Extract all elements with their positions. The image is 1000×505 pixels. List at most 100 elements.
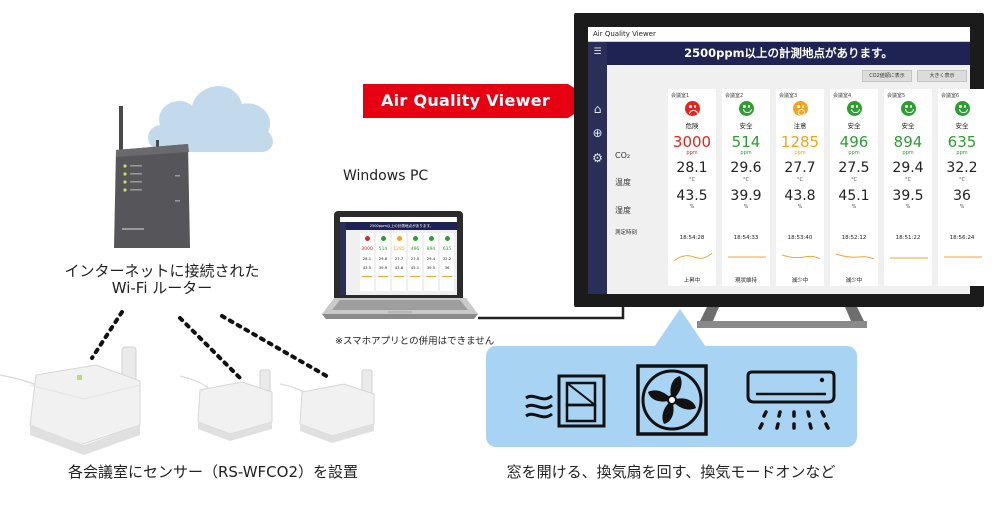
humidity-unit: % — [689, 204, 695, 210]
mini-hum-value: 43.8 — [394, 265, 404, 270]
humidity-unit: % — [851, 204, 857, 210]
mini-temp-value: 29.4 — [426, 256, 436, 261]
co2-value: 514 — [731, 133, 761, 151]
temperature-unit: °C — [689, 177, 695, 183]
co2-value: 635 — [947, 133, 977, 151]
enlarge-button[interactable]: 大きく表示 — [917, 70, 967, 82]
action-caption: 窓を開ける、換気扇を回す、換気モードオンなど — [506, 463, 836, 481]
temperature-value: 29.4 — [892, 160, 924, 176]
trend-sparkline — [781, 254, 821, 260]
temperature-unit: °C — [959, 177, 965, 183]
mini-hum-value: 39.9 — [378, 265, 388, 270]
mini-face-icon — [364, 236, 370, 241]
measure-time: 18:54:28 — [679, 235, 705, 241]
trend-sparkline — [944, 256, 982, 258]
measure-time: 18:52:12 — [841, 235, 867, 241]
sort-co2-button[interactable]: CO2値順に表示 — [862, 70, 912, 82]
temperature-value: 32.2 — [946, 160, 978, 176]
mini-co2-value: 3000 — [361, 247, 373, 252]
banner-arrow — [363, 84, 595, 118]
menu-icon[interactable]: ☰ — [593, 47, 602, 57]
status-label: 安全 — [739, 122, 753, 130]
status-label: 安全 — [901, 122, 915, 130]
mini-hum-value: 39.5 — [426, 265, 436, 270]
status-face-icon — [793, 101, 808, 116]
temperature-unit: °C — [905, 177, 911, 183]
window-title: Air Quality Viewer — [588, 27, 970, 42]
co2-value: 496 — [839, 133, 869, 151]
status-face-icon — [955, 101, 970, 116]
temperature-value: 29.6 — [730, 160, 762, 176]
temperature-unit: °C — [851, 177, 857, 183]
mini-face-icon — [380, 236, 386, 241]
co2-unit: ppm — [848, 150, 860, 156]
temperature-value: 28.1 — [676, 160, 708, 176]
trend-sparkline — [890, 257, 928, 259]
mini-temp-value: 28.1 — [362, 256, 372, 261]
alert-banner: 2500ppm以上の計測地点があります。 — [607, 42, 970, 65]
sensor-icon — [179, 369, 273, 441]
status-face-icon — [739, 101, 754, 116]
banner-label: Air Quality Viewer — [380, 91, 551, 110]
room-name: 会議室1 — [671, 93, 690, 99]
window-wind-icon — [525, 374, 606, 428]
mini-face-icon — [444, 236, 450, 241]
mini-co2-value: 894 — [426, 247, 436, 252]
mini-hum-value: 36 — [444, 265, 450, 270]
plus-circle-icon[interactable]: ⊕ — [592, 126, 603, 140]
mini-room-card: 3000 28.1 43.5 — [360, 233, 374, 291]
mini-face-icon — [428, 236, 434, 241]
co2-unit: ppm — [686, 150, 698, 156]
gear-icon[interactable]: ⚙ — [592, 151, 603, 165]
mini-temp-value: 29.6 — [378, 256, 388, 261]
humidity-unit: % — [905, 204, 911, 210]
humidity-value: 45.1 — [838, 188, 870, 204]
co2-value: 1285 — [780, 133, 820, 151]
mini-temp-value: 27.7 — [394, 256, 404, 261]
mini-hum-value: 43.5 — [362, 265, 372, 270]
room-name: 会議室3 — [779, 93, 798, 99]
trend-sparkline — [728, 256, 766, 258]
viewer-window: Air Quality Viewer ☰ ⌂ ⊕ ⚙ 2500ppm以上の計測地… — [588, 27, 986, 294]
sidebar: ☰ ⌂ ⊕ ⚙ — [588, 42, 607, 294]
home-icon[interactable]: ⌂ — [593, 102, 602, 116]
humidity-value: 43.5 — [676, 188, 708, 204]
humidity-value: 43.8 — [784, 188, 816, 204]
room-name: 会議室4 — [833, 93, 852, 99]
status-face-icon — [901, 101, 916, 116]
measure-time: 18:56:24 — [949, 235, 975, 241]
trend-label: 減少中 — [791, 278, 809, 284]
trend-sparkline — [673, 252, 713, 262]
humidity-value: 39.9 — [730, 188, 762, 204]
status-label: 安全 — [955, 122, 969, 130]
mini-co2-value: 514 — [378, 247, 388, 252]
laptop-alert: 2500ppm以上の計測地点があります。 — [346, 222, 457, 230]
co2-unit: ppm — [740, 150, 752, 156]
trend-label: 減少中 — [845, 278, 863, 284]
sensor-icon — [0, 346, 141, 455]
cloud-icon — [148, 86, 273, 153]
measure-time: 18:53:40 — [787, 235, 813, 241]
laptop-note: ※スマホアプリとの併用はできません — [335, 336, 495, 347]
sensor-icon — [279, 369, 375, 443]
mini-co2-value: 1285 — [393, 247, 405, 252]
room-name: 会議室2 — [725, 93, 744, 99]
mini-room-card: 1285 27.7 43.8 — [392, 233, 406, 291]
mini-temp-value: 32.2 — [442, 256, 452, 261]
mini-room-card: 894 29.4 39.5 — [424, 233, 438, 291]
status-label: 危険 — [685, 122, 699, 130]
router-caption: インターネットに接続された Wi-Fi ルーター — [62, 263, 262, 297]
room-name: 会議室5 — [887, 93, 906, 99]
laptop-screen: 2500ppm以上の計測地点があります。 3000 28.1 43.5 514 29.6… — [340, 217, 457, 295]
